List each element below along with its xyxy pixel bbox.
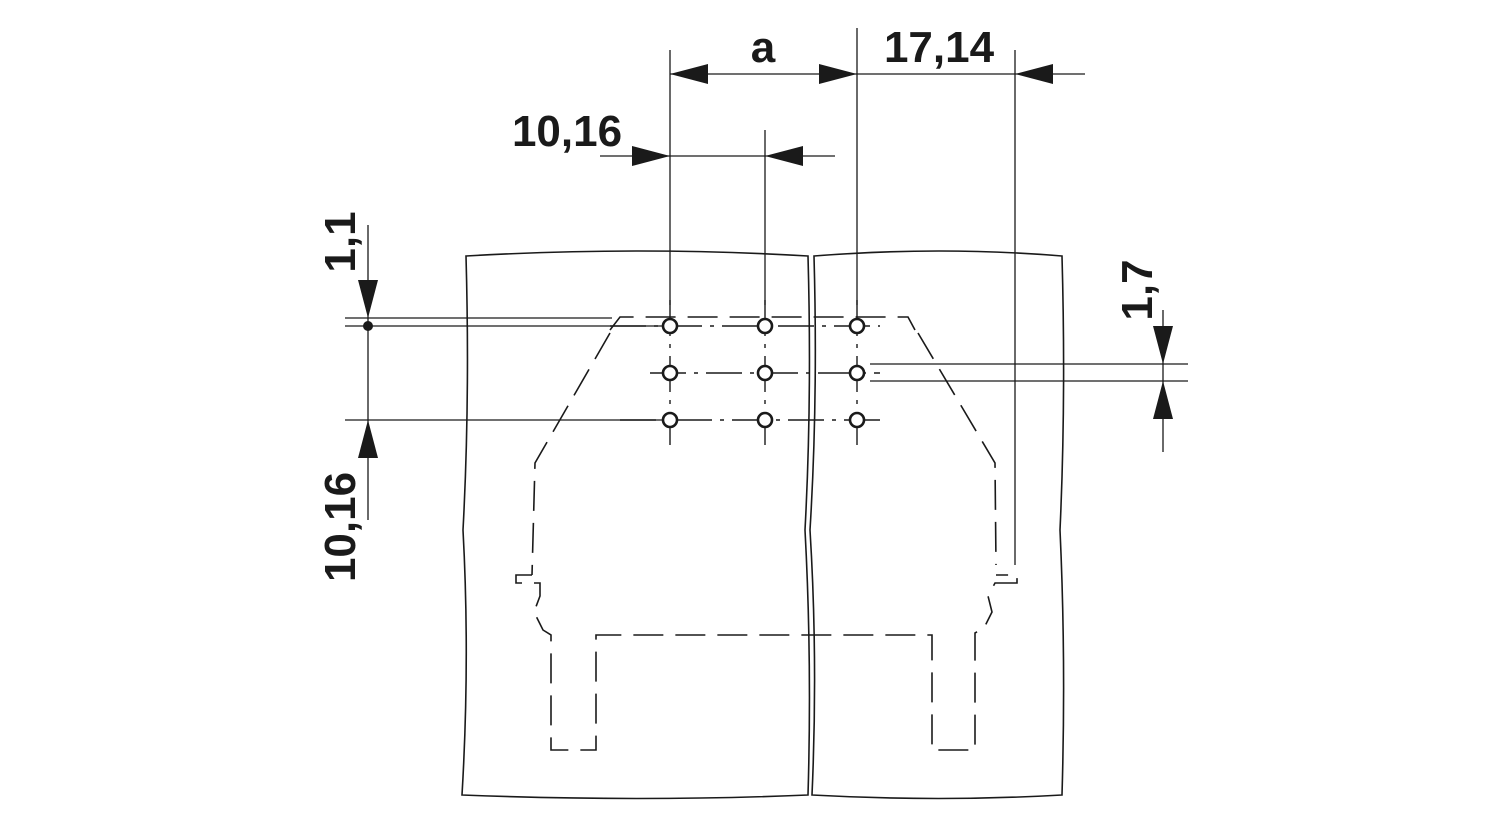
dim-a-label: a [751,23,776,72]
dim-1-1-label: 1,1 [316,211,365,272]
dim-17-14-arrow [1015,64,1053,84]
dim-a-arrow-left [670,64,708,84]
pin-hole [848,411,866,429]
board-right-outline [809,250,1065,800]
dimension-1-7: 1,7 [1113,259,1173,452]
housing-top-edge [609,316,916,331]
pin-hole [756,411,774,429]
pin-centerlines [610,300,880,445]
dim-10-16-h-arrow-left [632,146,670,166]
dim-1-7-label: 1,7 [1113,259,1162,320]
pin-grid [661,317,866,429]
dim-a-arrow-right [819,64,857,84]
dim-1-7-arrow-bottom [1153,381,1173,419]
dim-17-14-label: 17,14 [884,23,995,72]
dim-10-16-v-arrow [358,420,378,458]
pin-hole [661,317,679,335]
dim-1-1-arrow [358,280,378,318]
dimension-10-16-horizontal: 10,16 [512,107,835,166]
board-outlines [461,250,1065,800]
dim-1-7-arrow-top [1153,326,1173,364]
dim-10-16-v-label: 10,16 [316,472,365,582]
dim-left-dot [363,321,373,331]
dim-10-16-h-arrow-right [765,146,803,166]
pin-hole [661,411,679,429]
pin-hole [848,317,866,335]
pin-hole [848,364,866,382]
pin-hole [661,364,679,382]
dim-10-16-h-label: 10,16 [512,107,622,156]
housing-left-foot [515,574,1018,751]
dimension-17-14: 17,14 [857,23,1085,84]
housing-outline [515,316,1018,751]
housing-left-slope [531,332,611,576]
pin-hole [756,364,774,382]
housing-right-slope [917,332,997,566]
pin-hole [756,317,774,335]
dimension-a: a [670,23,857,84]
dimension-left-vertical: 1,1 10,16 [316,211,378,582]
board-left-outline [461,250,811,800]
